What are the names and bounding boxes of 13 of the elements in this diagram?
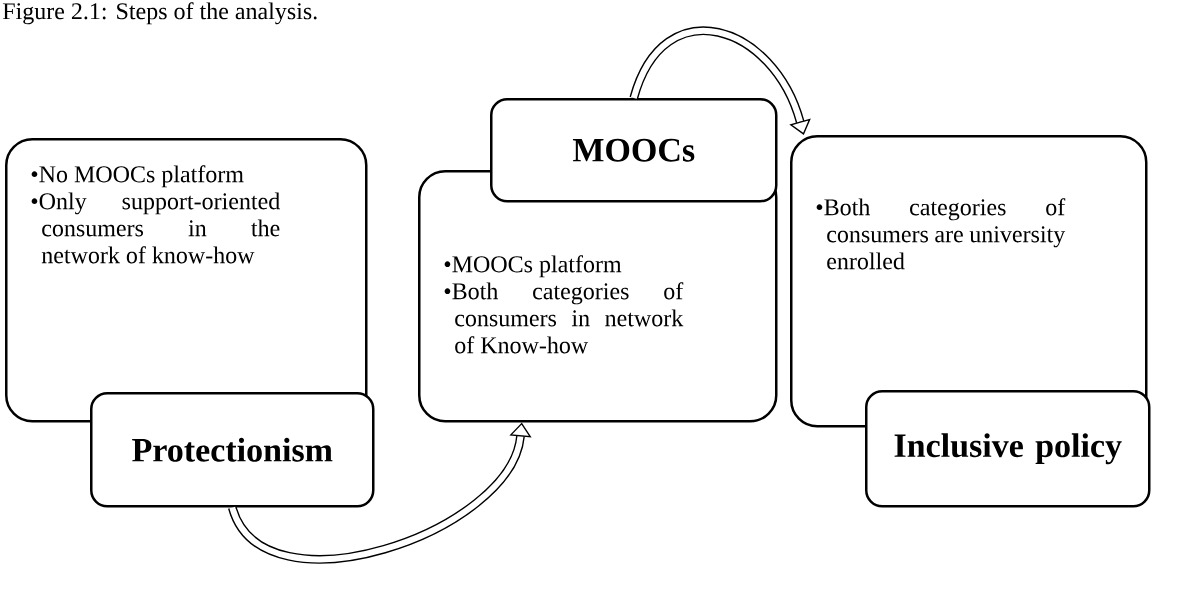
rounded-box	[790, 135, 1148, 428]
rounded-box	[5, 138, 368, 423]
heading-box: Inclusive policy	[865, 390, 1151, 508]
heading-box: Protectionism	[90, 392, 375, 508]
bullet-item: •Both categories of consumers are university enrolled	[816, 198, 1066, 270]
bullet-item: •MOOCs platform	[444, 255, 622, 278]
curved-arrow	[629, 26, 811, 135]
bullet-item: •No MOOCs platform	[31, 165, 244, 188]
figure-title: Figure 2.1: Steps of the analysis.	[2, 2, 317, 25]
bullet-item: •Only support-oriented consumers in the network of know-how	[31, 192, 280, 264]
bullet-item: •Both categories of consumers in network of Know-how	[444, 282, 684, 354]
rounded-box	[418, 170, 778, 423]
heading-box: MOOCs	[490, 98, 778, 203]
